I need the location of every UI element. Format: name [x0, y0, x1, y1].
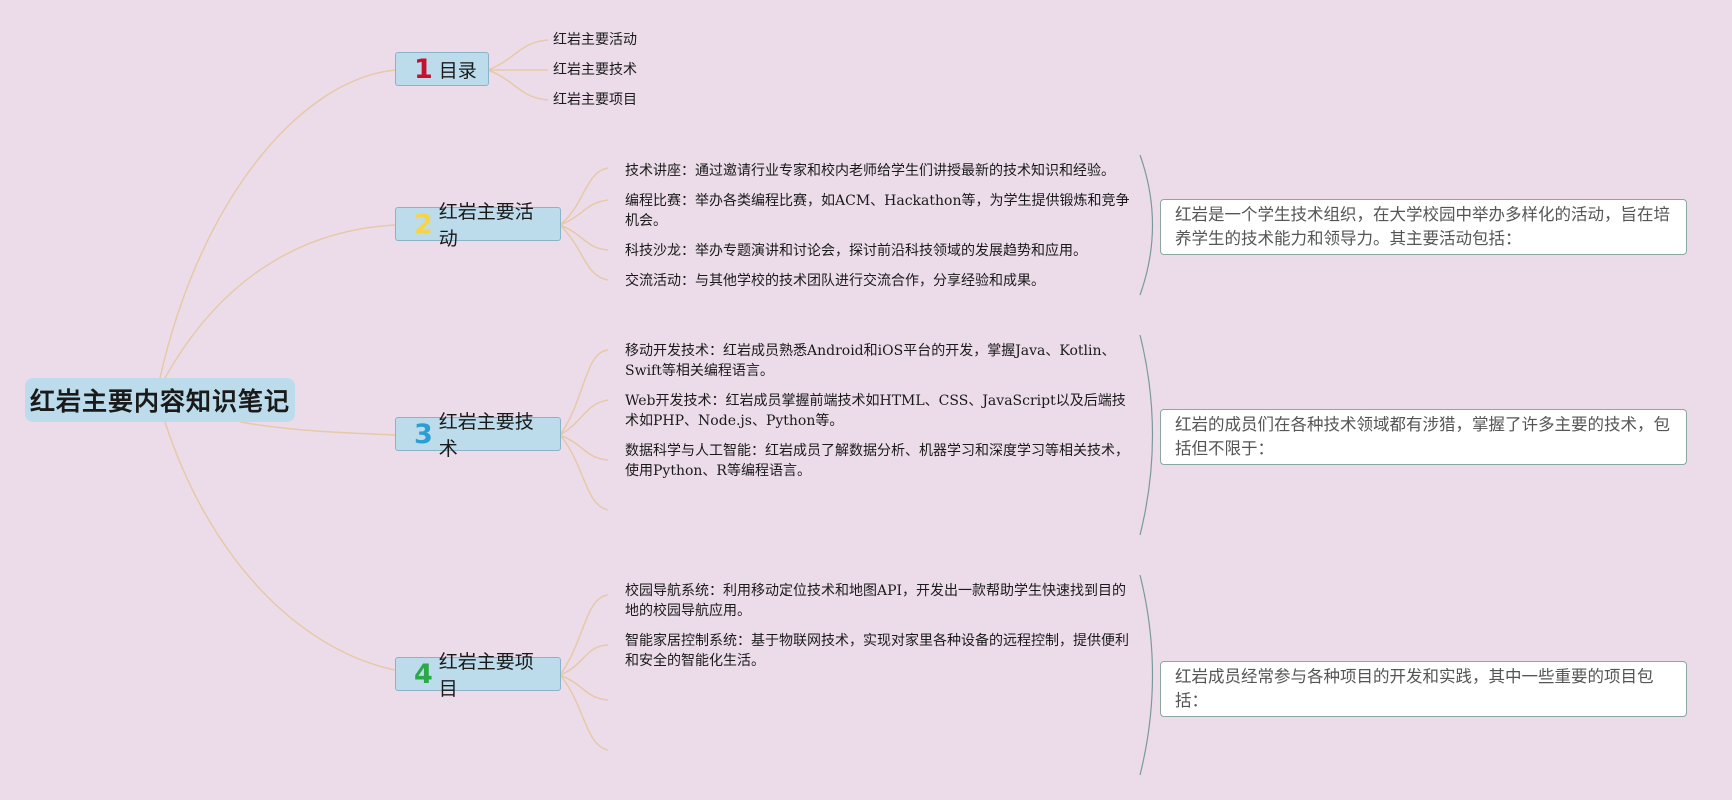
connector-root-branch-1: [159, 69, 396, 379]
branch-2-item-1[interactable]: 技术讲座：通过邀请行业专家和校内老师给学生们讲授最新的技术知识和经验。: [625, 163, 1115, 179]
connector-b2-leaf-2: [559, 199, 609, 226]
connector-b4-leaf-1: [559, 594, 609, 676]
connector-b1-leaf-3: [487, 69, 549, 101]
connector-b3-leaf-4: [559, 434, 609, 511]
branch-2-item-2[interactable]: 编程比赛：举办各类编程比赛，如ACM、Hackathon等，为学生提供锻炼和竞争…: [625, 193, 1130, 229]
branch-3-label: 红岩主要技术: [438, 411, 534, 460]
branch-3-summary[interactable]: 红岩的成员们在各种技术领域都有涉猎，掌握了许多主要的技术，包括但不限于：: [1160, 409, 1687, 465]
connector-b2-leaf-4: [559, 224, 609, 281]
branch-2-node[interactable]: 2 红岩主要活动: [395, 201, 561, 250]
number-3-icon: 3: [414, 418, 433, 450]
connector-root-branch-4: [164, 421, 396, 671]
connector-b4-leaf-4: [559, 674, 609, 751]
branch-4-summary[interactable]: 红岩成员经常参与各种项目的开发和实践，其中一些重要的项目包括：: [1160, 661, 1687, 717]
branch-3-item-2[interactable]: Web开发技术：红岩成员掌握前端技术如HTML、CSS、JavaScript以及…: [625, 393, 1126, 429]
branch-1-item-1[interactable]: 红岩主要活动: [553, 32, 637, 48]
connector-b4-leaf-3: [559, 674, 609, 701]
branch-2-item-3[interactable]: 科技沙龙：举办专题演讲和讨论会，探讨前沿科技领域的发展趋势和应用。: [625, 243, 1087, 259]
branch-4-label: 红岩主要项目: [438, 651, 534, 700]
number-1-icon: 1: [414, 53, 433, 85]
connector-b3-leaf-1: [559, 349, 609, 436]
number-4-icon: 4: [414, 658, 433, 690]
branch-2-item-4[interactable]: 交流活动：与其他学校的技术团队进行交流合作，分享经验和成果。: [625, 273, 1045, 289]
summary-bracket-2: [1139, 154, 1154, 296]
branch-2-label: 红岩主要活动: [438, 201, 534, 250]
branch-1-item-2[interactable]: 红岩主要技术: [553, 62, 637, 78]
connector-root-branch-3: [239, 421, 396, 436]
branch-3-item-3[interactable]: 数据科学与人工智能：红岩成员了解数据分析、机器学习和深度学习等相关技术，使用Py…: [625, 443, 1129, 479]
branch-4-node[interactable]: 4 红岩主要项目: [395, 651, 561, 700]
branch-3-node[interactable]: 3 红岩主要技术: [395, 411, 561, 460]
root-topic[interactable]: 红岩主要内容知识笔记: [25, 378, 295, 422]
summary-bracket-3: [1139, 334, 1154, 536]
branch-4-item-1[interactable]: 校园导航系统：利用移动定位技术和地图API，开发出一款帮助学生快速找到目的地的校…: [625, 583, 1127, 619]
branch-3-item-1[interactable]: 移动开发技术：红岩成员熟悉Android和iOS平台的开发，掌握Java、Kot…: [625, 343, 1116, 379]
branch-2-summary[interactable]: 红岩是一个学生技术组织，在大学校园中举办多样化的活动，旨在培养学生的技术能力和领…: [1160, 199, 1687, 255]
branch-1-label: 目录: [438, 59, 477, 82]
connector-b2-leaf-3: [559, 224, 609, 251]
branch-1-node[interactable]: 1 目录: [395, 52, 489, 86]
connector-b3-leaf-3: [559, 434, 609, 461]
connector-b1-leaf-1: [487, 39, 549, 71]
summary-bracket-4: [1139, 574, 1154, 776]
branch-4-item-2[interactable]: 智能家居控制系统：基于物联网技术，实现对家里各种设备的远程控制，提供便利和安全的…: [625, 633, 1129, 669]
number-2-icon: 2: [414, 208, 433, 240]
connector-b3-leaf-2: [559, 399, 609, 436]
connector-root-branch-2: [164, 224, 396, 379]
connector-b2-leaf-1: [559, 167, 609, 226]
connector-b4-leaf-2: [559, 644, 609, 676]
branch-1-item-3[interactable]: 红岩主要项目: [553, 92, 637, 108]
